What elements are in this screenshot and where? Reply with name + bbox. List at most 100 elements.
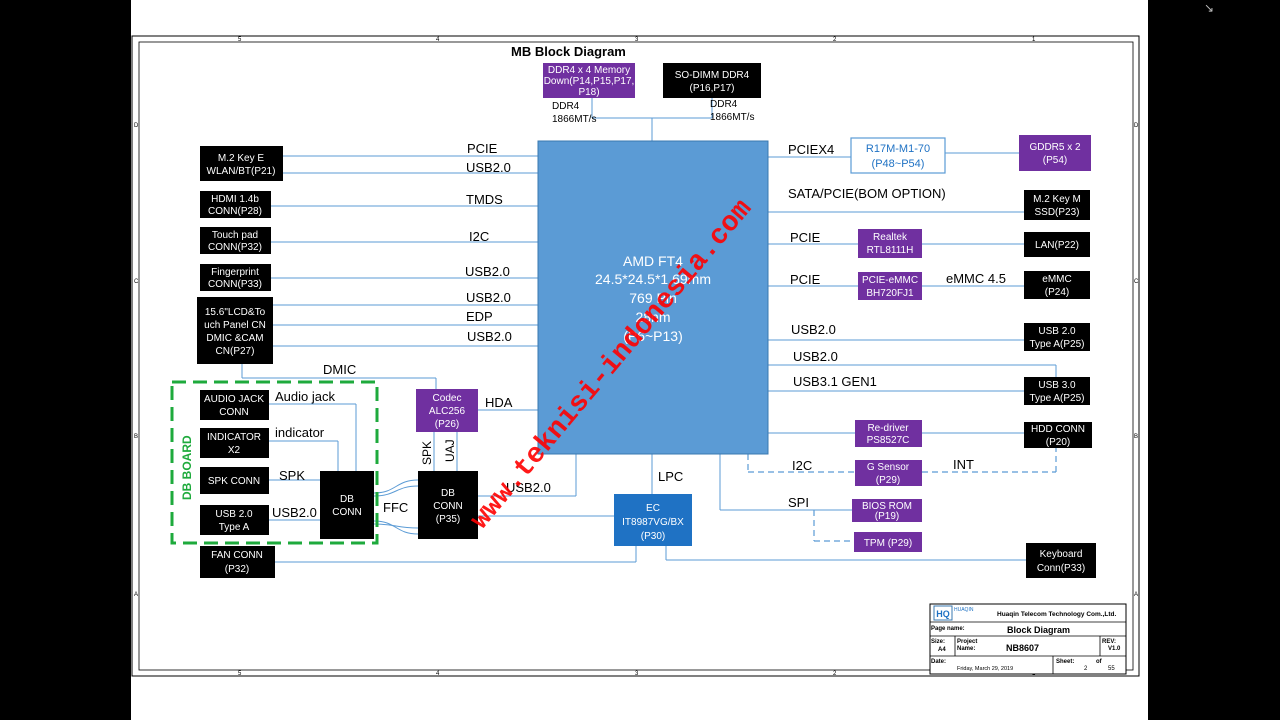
keyboard-line-1: Keyboard [1040,549,1083,560]
realtek-block[interactable] [858,229,922,258]
grid-right-c: C [1134,279,1139,285]
collapse-icon[interactable]: ↘ [1204,1,1215,15]
gddr5-line-1: GDDR5 x 2 [1029,142,1081,153]
bus-label-indicator: indicator [275,425,325,440]
codec-block[interactable] [416,389,478,432]
gddr5-block[interactable] [1019,135,1091,171]
m2m-line-2: SSD(P23) [1034,207,1079,218]
m2-key-m-block[interactable] [1024,190,1090,220]
sodimm-line-1: SO-DIMM DDR4 [675,70,750,81]
hdd-conn-block[interactable] [1024,422,1092,448]
bus-label-lpc: LPC [658,469,683,484]
sodimm-ddr4-block[interactable] [663,63,761,98]
grid-bottom-2: 2 [833,671,837,677]
db-conn-block[interactable] [320,471,374,539]
fingerprint-line-1: Fingerprint [211,267,259,278]
cpu-line-5: (P6~P13) [623,328,683,344]
tpm-line-1: TPM (P29) [864,538,912,549]
cpu-block[interactable] [537,140,769,455]
cpu-text: AMD FT4 24.5*24.5*1.69mm 769 Pin 28nm (P… [595,253,711,344]
redriver-block[interactable] [855,420,922,447]
grid-top-5: 5 [238,37,242,43]
lcd-line-1: 15.6"LCD&To [205,307,266,318]
codec-line-3: (P26) [435,419,459,430]
db-conn-p35-block[interactable] [418,471,478,539]
bus-label-hda: HDA [485,395,513,410]
gddr5-line-2: (P54) [1043,155,1067,166]
bios-rom-block[interactable] [852,499,922,522]
usb2typea-line-1: USB 2.0 [1038,326,1076,337]
project-name-label: Name: [957,646,975,652]
sheet-value: 2 [1084,666,1088,672]
g-sensor-block[interactable] [855,460,922,486]
ec-line-1: EC [646,503,660,514]
rev-value: V1.0 [1108,646,1121,652]
gsensor-line-1: G Sensor [867,462,910,473]
keyboard-conn-block[interactable] [1026,543,1096,578]
lcd-panel-block[interactable] [197,297,273,364]
codec-line-1: Codec [433,393,462,404]
m2-key-e-block[interactable] [200,146,283,181]
bus-label-usb-lcd1: USB2.0 [466,290,511,305]
total-sheets-value: 55 [1108,666,1115,672]
grid-right-b: B [1134,434,1138,440]
bus-label-int: INT [953,457,974,472]
bus-label-audio-jack: Audio jack [275,389,335,404]
date-value: Friday, March 29, 2019 [957,666,1013,672]
r17m-line-1: R17M-M1-70 [866,143,930,155]
r17m-gpu-block[interactable] [850,137,946,174]
grid-left-c: C [134,279,139,285]
hdd-line-1: HDD CONN [1031,424,1085,435]
emmc-line-1: eMMC [1042,274,1071,285]
bus-label-dmic: DMIC [323,362,356,377]
grid-top-1: 1 [1032,37,1036,43]
ddr4-down-line-2: Down(P14,P15,P17, [544,76,635,87]
ec-block[interactable] [614,494,692,546]
bus-label-usb-m2e: USB2.0 [466,160,511,175]
biosrom-line-1: BIOS ROM [862,501,912,512]
usb2-type-a-block[interactable] [1024,323,1090,351]
spk-conn-block[interactable] [200,467,269,494]
grid-right-a: A [1134,592,1138,598]
fingerprint-line-2: CONN(P33) [208,279,262,290]
usb2-type-a-db-block[interactable] [200,505,269,535]
date-label: Date: [931,659,946,665]
company-name: Huaqin Telecom Technology Com.,Ltd. [997,611,1116,618]
cpu-line-1: AMD FT4 [623,253,683,269]
bus-label-usb-dbp35: USB2.0 [506,480,551,495]
fan-conn-block[interactable] [200,546,275,578]
bus-label-usb-fp: USB2.0 [465,264,510,279]
fingerprint-block[interactable] [200,264,271,291]
page-name-label: Page name: [931,626,965,632]
tpm-block[interactable] [854,532,922,552]
indicator-block[interactable] [200,428,269,458]
touchpad-block[interactable] [200,227,271,254]
ddr4-memory-down-block[interactable] [543,63,635,98]
ddr4-speed-right-1: DDR4 [710,99,738,110]
grid-top-3: 3 [635,37,639,43]
emmc-block[interactable] [1024,271,1090,299]
keyboard-line-2: Conn(P33) [1037,563,1085,574]
bus-label-i2c-tp: I2C [469,229,489,244]
bus-label-spk: SPK [279,468,305,483]
audio-jack-block[interactable] [200,390,269,420]
pcieemmc-line-1: PCIE-eMMC [862,275,918,286]
bus-label-usb-lcd2: USB2.0 [467,329,512,344]
pcie-emmc-block[interactable] [858,272,922,300]
grid-right-d: D [1134,123,1139,129]
pcieemmc-line-2: BH720FJ1 [866,288,914,299]
usb3typea-line-1: USB 3.0 [1038,380,1076,391]
lan-block[interactable] [1024,232,1090,257]
fan-line-1: FAN CONN [211,550,263,561]
bus-label-usb-r2: USB2.0 [793,349,838,364]
ddr4-speed-left-1: DDR4 [552,101,580,112]
usb2a-line-1: USB 2.0 [215,509,253,520]
lcd-line-3: DMIC &CAM [206,333,263,344]
grid-top-4: 4 [436,37,440,43]
bus-label-pcie-m2e: PCIE [467,141,498,156]
gsensor-line-2: (P29) [876,475,900,486]
db-board-outline [170,380,379,545]
dbp35-line-2: CONN [433,501,462,512]
hdmi-block[interactable] [200,191,271,218]
usb3-type-a-block[interactable] [1024,377,1090,405]
